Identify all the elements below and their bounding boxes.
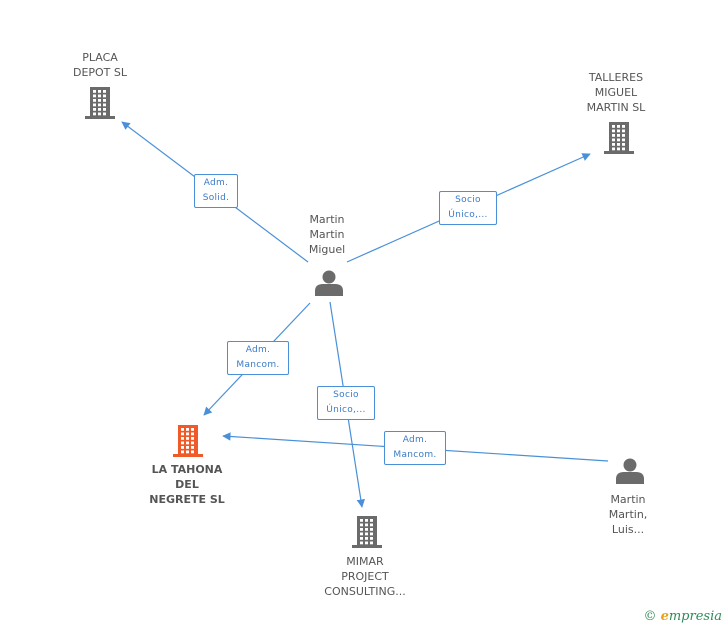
brand-rest: mpresia <box>668 609 722 624</box>
edge-label-martin_miguel-to-placa[interactable]: Adm. Solid. <box>194 174 238 208</box>
placa-building-icon[interactable] <box>85 87 115 119</box>
node-label-line: LA TAHONA <box>151 463 223 476</box>
edge-label-martin_luis-to-tahona[interactable]: Adm. Mancom. <box>384 431 446 465</box>
node-label-line: DEL <box>175 478 199 491</box>
edge-label-line: Solid. <box>202 193 230 203</box>
brand-letter-e: e <box>660 609 669 624</box>
node-label-line: Martin <box>309 228 345 241</box>
martin_miguel-person-icon[interactable] <box>315 270 343 297</box>
node-label-line: MARTIN SL <box>586 101 646 114</box>
node-label-line: Martin <box>309 213 345 226</box>
edge-label-line: Mancom. <box>393 450 437 460</box>
node-label-mimar[interactable]: MIMAR PROJECT CONSULTING... <box>305 554 425 599</box>
edge-label-line: Único,... <box>448 210 488 220</box>
martin_luis-person-icon[interactable] <box>616 458 644 485</box>
copyright-symbol: © <box>643 609 657 624</box>
edge-label-martin_miguel-to-tahona[interactable]: Adm. Mancom. <box>227 341 289 375</box>
node-label-line: PROJECT <box>341 570 389 583</box>
mimar-building-icon[interactable] <box>352 516 382 548</box>
node-label-placa[interactable]: PLACA DEPOT SL <box>40 50 160 80</box>
edge-label-line: Adm. <box>203 178 229 188</box>
edge-label-line: Adm. <box>402 435 428 445</box>
node-label-line: Miguel <box>308 243 346 256</box>
node-label-line: DEPOT SL <box>72 66 128 79</box>
node-label-line: PLACA <box>82 51 118 64</box>
node-label-line: CONSULTING... <box>324 585 406 598</box>
edge-label-line: Socio <box>455 195 481 205</box>
node-label-line: MIMAR <box>346 555 384 568</box>
talleres-building-icon[interactable] <box>604 122 634 154</box>
node-label-talleres[interactable]: TALLERES MIGUEL MARTIN SL <box>556 70 676 115</box>
node-label-line: Martin, <box>608 508 648 521</box>
edge-label-line: Mancom. <box>236 360 280 370</box>
edge-label-line: Único,... <box>326 405 366 415</box>
edge-label-line: Adm. <box>245 345 271 355</box>
empresia-logo: © empresia <box>643 609 722 624</box>
node-label-line: MIGUEL <box>594 86 638 99</box>
node-label-line: NEGRETE SL <box>149 493 225 506</box>
tahona-building-icon[interactable] <box>173 425 203 457</box>
node-label-line: Luis... <box>611 523 645 536</box>
node-label-line: Martin <box>610 493 646 506</box>
node-label-tahona[interactable]: LA TAHONA DEL NEGRETE SL <box>127 462 247 507</box>
edge-label-line: Socio <box>333 390 359 400</box>
node-label-line: TALLERES <box>588 71 644 84</box>
